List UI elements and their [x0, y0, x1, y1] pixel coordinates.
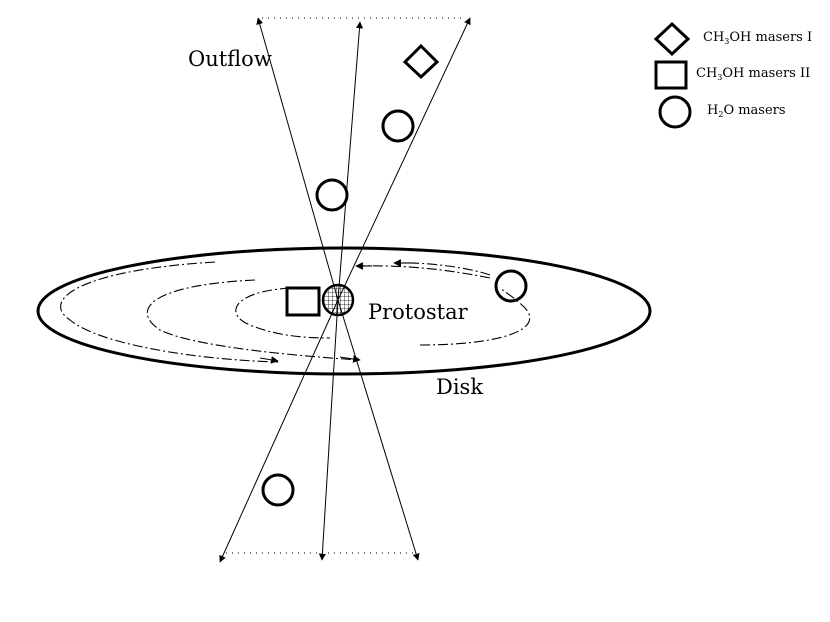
h2o-maser — [381, 109, 415, 143]
orbit-middle-right — [394, 262, 491, 276]
orbit-outer-left — [60, 261, 279, 363]
orbit-inner-right — [419, 287, 531, 346]
disk-outline — [36, 246, 652, 376]
legend-label-h2o: H2O masers — [707, 103, 786, 119]
orbit-outer-right — [355, 265, 491, 279]
h2o-maser — [261, 473, 295, 507]
legend-diamond-icon — [653, 21, 691, 57]
h2o-maser — [315, 178, 349, 212]
legend-label-ch3oh-i: CH3OH masers I — [703, 30, 812, 46]
legend-circle-icon — [658, 95, 692, 129]
legend: CH3OH masers I CH3OH masers II H2O maser… — [653, 21, 812, 129]
disk-label: Disk — [436, 375, 483, 399]
ch3oh-maser-ii — [285, 286, 321, 317]
outflow-label: Outflow — [188, 47, 272, 71]
h2o-maser — [494, 269, 528, 303]
outflow-cone — [219, 17, 471, 563]
legend-square-icon — [654, 60, 688, 90]
ch3oh-maser-i — [402, 43, 440, 80]
orbit-inner-left — [235, 287, 331, 339]
protostar — [321, 283, 355, 317]
protostar-label: Protostar — [368, 300, 469, 324]
orbit-middle-left — [146, 279, 361, 361]
legend-label-ch3oh-ii: CH3OH masers II — [696, 66, 810, 82]
